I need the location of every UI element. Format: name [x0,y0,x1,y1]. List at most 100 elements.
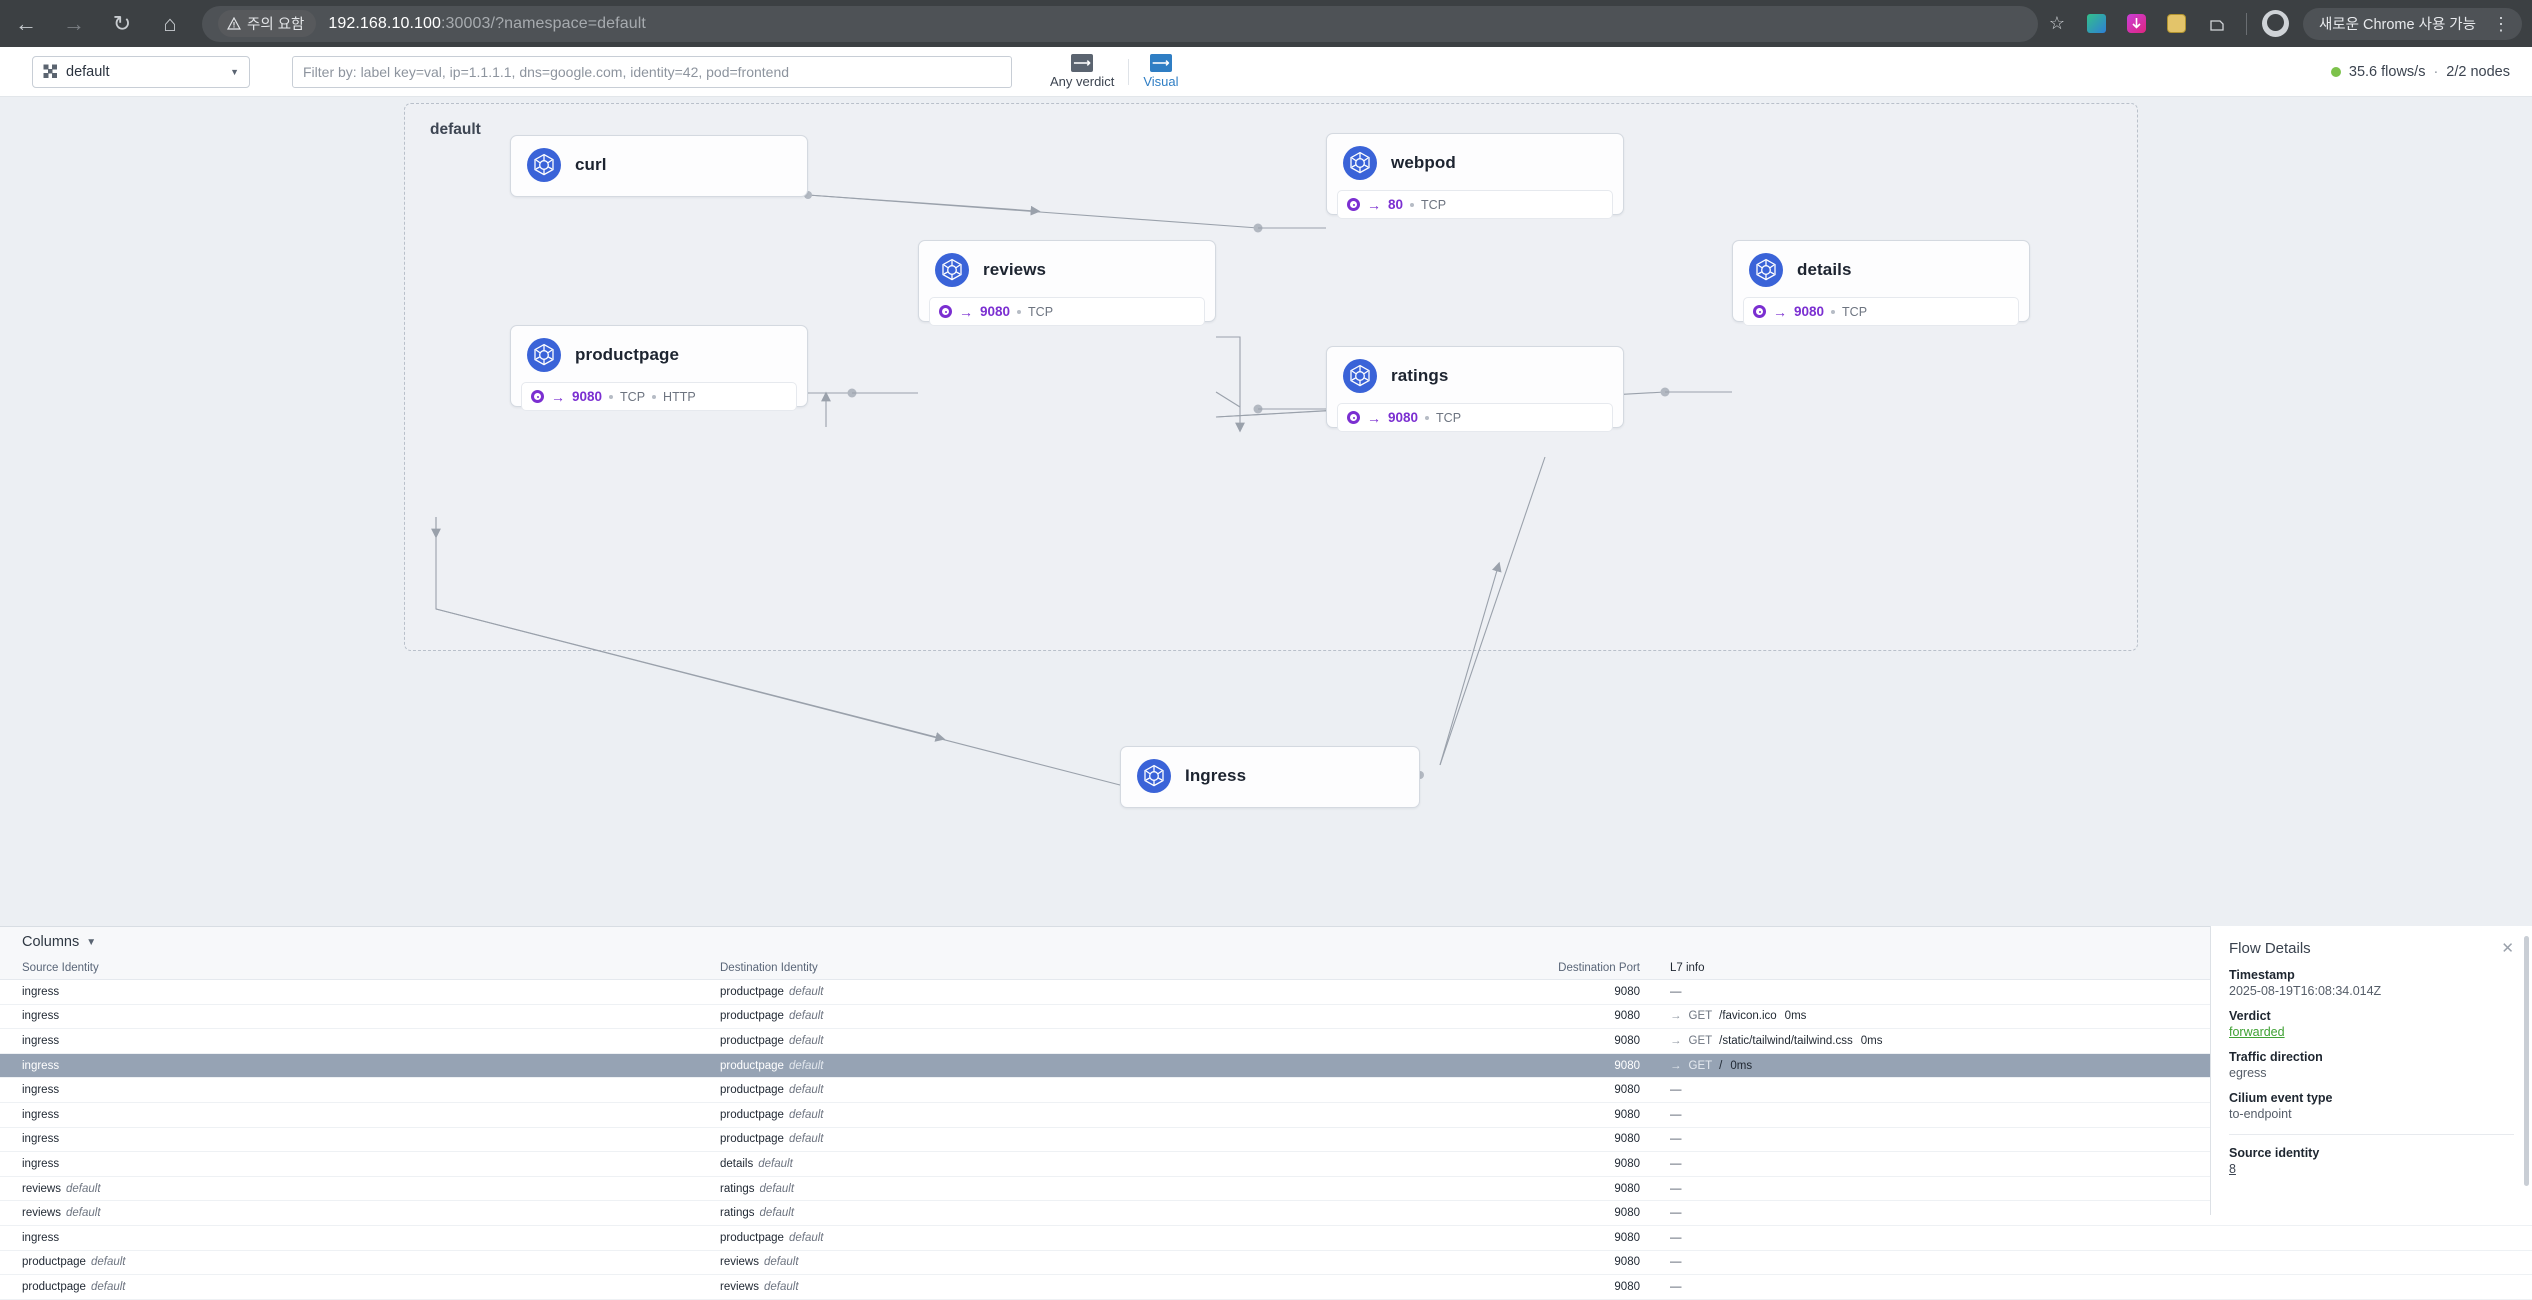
cell-l7-info: — [1640,1232,2532,1244]
kebab-menu-icon[interactable]: ⋮ [2492,13,2510,34]
filter-input[interactable]: Filter by: label key=val, ip=1.1.1.1, dn… [292,55,1012,88]
node-header: curl [511,136,807,192]
avatar[interactable] [2257,5,2295,43]
flow-detail-value[interactable]: forwarded [2229,1025,2285,1039]
destination-namespace: default [788,985,824,998]
port-arrow-icon: → [1773,303,1787,320]
service-map-canvas[interactable]: default [0,97,2532,926]
extension-icon-3[interactable] [2158,5,2196,43]
cell-destination-port: 9080 [1614,1182,1640,1195]
reload-icon[interactable]: ↻ [112,10,132,36]
graph-node-reviews[interactable]: reviews → 9080 TCP [918,240,1216,326]
table-header-row: Source Identity Destination Identity Des… [0,957,2532,980]
destination-name: reviews [720,1280,759,1293]
flow-detail-label: Cilium event type [2229,1091,2333,1105]
warning-triangle-icon [227,17,241,30]
flow-detail-label: Verdict [2229,1009,2271,1023]
flow-detail-value[interactable]: 8 [2229,1162,2236,1176]
graph-node-details[interactable]: details → 9080 TCP [1732,240,2030,326]
cell-destination-port: 9080 [1614,1108,1640,1121]
close-icon[interactable]: ✕ [2501,940,2514,957]
cell-l7-info: →GET/0ms [1640,1060,2532,1072]
cell-source-identity: ingress [0,1133,720,1145]
namespace-select[interactable]: default ▼ [32,55,250,88]
graph-node-curl[interactable]: curl [510,135,808,197]
node-port-row[interactable]: → 9080 TCP [1337,403,1613,432]
column-header-destination-port[interactable]: Destination Port [1558,962,1640,974]
kubernetes-icon [527,148,561,182]
extension-icon-2[interactable] [2118,5,2156,43]
node-port-row[interactable]: → 80 TCP [1337,190,1613,219]
forward-arrow-icon[interactable]: → [63,10,85,36]
source-name: ingress [22,1084,60,1097]
l7-direction-icon: → [1670,1034,1682,1047]
cell-destination-port: 9080 [1614,1133,1640,1146]
any-verdict-button[interactable]: ⟶ Any verdict [1036,54,1128,89]
destination-namespace: default [788,1034,824,1047]
graph-node-webpod[interactable]: webpod → 80 TCP [1326,133,1624,219]
column-header-l7-info[interactable]: L7 info [1670,962,1705,974]
cell-source-identity: ingress [0,1035,720,1047]
column-header-destination-identity[interactable]: Destination Identity [720,962,818,974]
visual-mode-button[interactable]: ⟶ Visual [1129,54,1192,89]
l7-path: /static/tailwind/tailwind.css [1719,1034,1853,1047]
extension-icon-1[interactable] [2078,5,2116,43]
node-port-row[interactable]: → 9080 TCP HTTP [521,382,797,411]
panel-scrollbar[interactable] [2524,936,2529,1186]
node-port-row[interactable]: → 9080 TCP [1743,297,2019,326]
extension-icon-4[interactable] [2198,5,2236,43]
columns-button[interactable]: Columns ▼ [0,927,2532,957]
l7-empty: — [1670,1182,1682,1195]
star-icon[interactable]: ☆ [2048,13,2066,33]
security-warning-chip[interactable]: 주의 요함 [218,10,317,37]
cell-destination-port: 9080 [1614,1256,1640,1269]
source-name: ingress [22,1157,60,1170]
l7-empty: — [1670,1280,1682,1293]
cell-destination-port: 9080 [1614,985,1640,998]
graph-node-productpage[interactable]: productpage → 9080 TCP HTTP [510,325,808,411]
flow-detail-label: Traffic direction [2229,1050,2323,1064]
any-verdict-label: Any verdict [1050,74,1115,89]
source-name: ingress [22,1010,60,1023]
flow-detail-value: to-endpoint [2229,1107,2292,1121]
chevron-down-icon[interactable]: ▼ [230,66,239,77]
source-name: productpage [22,1256,86,1269]
source-name: ingress [22,1034,60,1047]
protocol-separator-dot [652,394,657,399]
graph-node-ratings[interactable]: ratings → 9080 TCP [1326,346,1624,432]
new-chrome-available-button[interactable]: 새로운 Chrome 사용 가능 ⋮ [2302,7,2522,40]
column-header-source-identity[interactable]: Source Identity [22,962,99,974]
node-port-row[interactable]: → 9080 TCP [929,297,1205,326]
back-arrow-icon[interactable]: ← [15,10,37,36]
destination-name: productpage [720,1084,784,1097]
cell-l7-info: — [1640,1158,2532,1170]
home-icon[interactable]: ⌂ [163,10,177,36]
graph-node-ingress[interactable]: Ingress [1120,746,1420,808]
chevron-down-icon[interactable]: ▼ [86,936,97,948]
port-arrow-icon: → [1367,196,1381,213]
address-bar[interactable]: 주의 요함 192.168.10.100:30003/?namespace=de… [202,5,2038,42]
cell-destination-port: 9080 [1614,1059,1640,1072]
